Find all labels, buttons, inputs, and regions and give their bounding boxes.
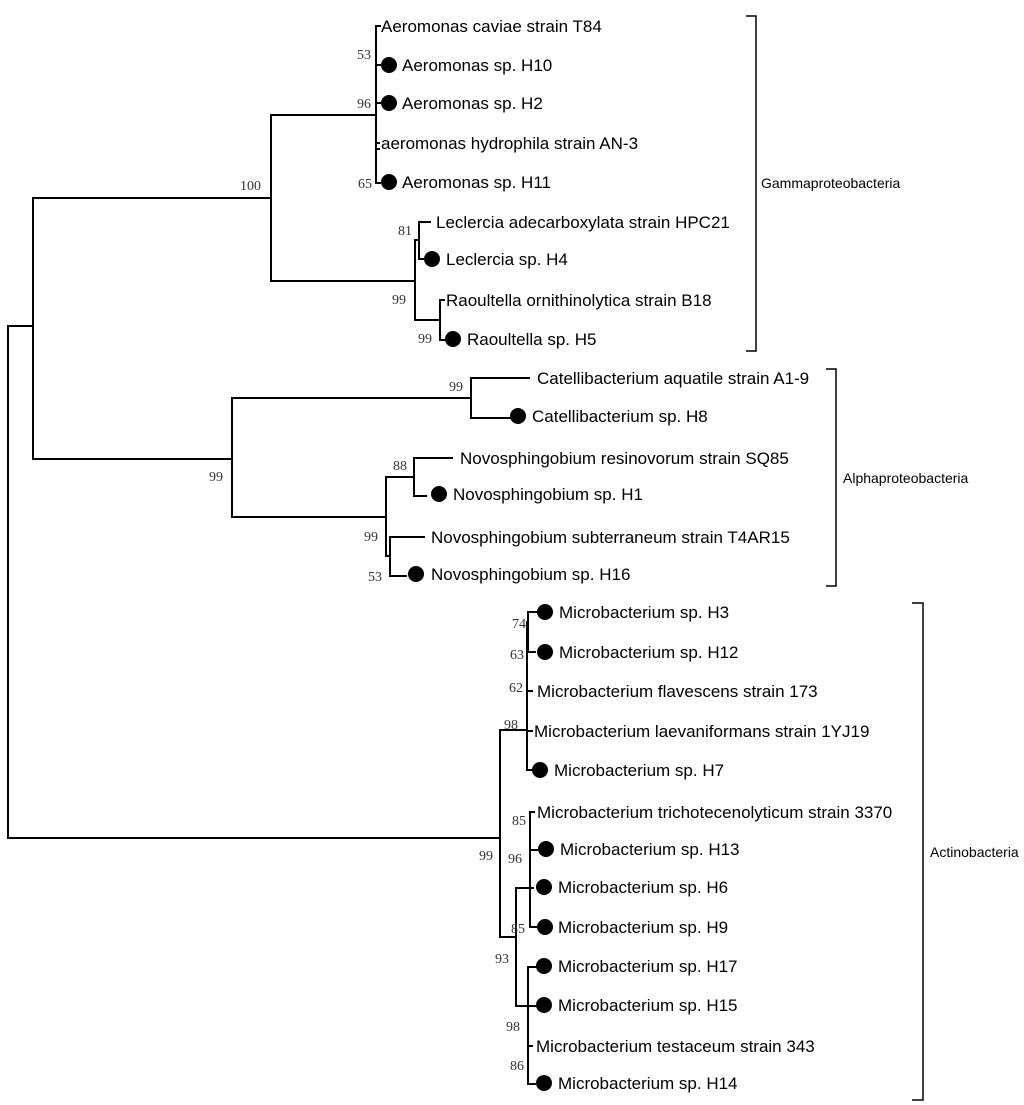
isolate-dot-h16 (408, 566, 424, 582)
leaf-label: Microbacterium sp. H17 (558, 957, 738, 976)
isolate-dot-h2 (381, 95, 397, 111)
leaf-label: Aeromonas sp. H10 (402, 56, 552, 75)
bootstrap-values: 53 96 65 100 81 99 99 99 88 99 99 53 74 … (209, 48, 526, 1074)
bootstrap-value: 93 (495, 952, 509, 967)
leaf-label: aeromonas hydrophila strain AN-3 (381, 134, 638, 153)
leaf-label: Microbacterium sp. H15 (558, 996, 738, 1015)
bootstrap-value: 96 (508, 852, 522, 867)
bootstrap-value: 99 (479, 849, 493, 864)
branch-alpha (231, 397, 472, 518)
leaf-label: Novosphingobium resinovorum strain SQ85 (460, 449, 789, 468)
isolate-dot-h8 (510, 408, 526, 424)
isolate-dot-h4 (424, 251, 440, 267)
leaf-label: Novosphingobium sp. H16 (431, 565, 630, 584)
leaf-label: Novosphingobium sp. H1 (453, 485, 643, 504)
bootstrap-value: 100 (240, 179, 261, 194)
bootstrap-value: 63 (510, 648, 524, 663)
isolate-dot-h10 (381, 57, 397, 73)
bootstrap-value: 62 (509, 681, 523, 696)
isolate-dot-h15 (536, 997, 552, 1013)
branch-enterobacterales (414, 221, 446, 341)
bootstrap-value: 99 (209, 470, 223, 485)
leaf-label: Microbacterium sp. H7 (554, 761, 724, 780)
leaf-label: Leclercia adecarboxylata strain HPC21 (436, 213, 730, 232)
bootstrap-value: 88 (393, 459, 407, 474)
isolate-dot-h6 (536, 879, 552, 895)
bracket-alphaproteobacteria (826, 368, 837, 587)
branch-catellibacterium (470, 377, 530, 419)
bootstrap-value: 53 (357, 48, 371, 63)
leaf-label: Microbacterium flavescens strain 173 (537, 682, 818, 701)
isolate-dot-h5 (445, 331, 461, 347)
bootstrap-value: 81 (398, 224, 412, 239)
branch-actinobacteria (499, 729, 528, 938)
bootstrap-value: 85 (511, 922, 525, 937)
clade-brackets: Gammaproteobacteria Alphaproteobacteria … (746, 15, 1019, 1101)
bootstrap-value: 99 (364, 530, 378, 545)
isolate-dot-h11 (381, 174, 397, 190)
leaf-label: Microbacterium sp. H14 (558, 1074, 738, 1093)
bootstrap-value: 85 (512, 814, 526, 829)
isolate-dot-h3 (537, 604, 553, 620)
bootstrap-value: 99 (418, 332, 432, 347)
bracket-gammaproteobacteria (746, 15, 757, 352)
leaf-label: Leclercia sp. H4 (446, 250, 568, 269)
clade-label-actinobacteria: Actinobacteria (930, 844, 1019, 860)
leaf-label: Microbacterium sp. H9 (558, 918, 728, 937)
leaf-label: Microbacterium testaceum strain 343 (536, 1037, 815, 1056)
bootstrap-value: 74 (512, 617, 526, 632)
bootstrap-value: 86 (510, 1059, 524, 1074)
isolate-dot-h1 (431, 486, 447, 502)
bootstrap-value: 65 (358, 177, 372, 192)
isolate-dot-h17 (536, 958, 552, 974)
leaf-label: Microbacterium sp. H6 (558, 878, 728, 897)
branch-aeromonas (375, 25, 381, 184)
leaf-label: Novosphingobium subterraneum strain T4AR… (431, 528, 790, 547)
bootstrap-value: 99 (392, 293, 406, 308)
branch-gamma (270, 114, 416, 282)
leaf-label: Microbacterium sp. H3 (559, 603, 729, 622)
leaf-label: Microbacterium laevaniformans strain 1YJ… (534, 722, 869, 741)
isolate-dot-h12 (537, 644, 553, 660)
leaf-label: Microbacterium sp. H13 (560, 840, 740, 859)
isolate-dot-h14 (536, 1075, 552, 1091)
leaf-label: Catellibacterium aquatile strain A1-9 (537, 369, 809, 388)
leaf-labels: Aeromonas caviae strain T84 Aeromonas sp… (381, 17, 892, 1093)
leaf-label: Aeromonas caviae strain T84 (381, 17, 602, 36)
branch-root (7, 325, 501, 839)
bootstrap-value: 53 (368, 570, 382, 585)
bootstrap-value: 99 (449, 380, 463, 395)
leaf-label: Microbacterium trichotecenolyticum strai… (537, 803, 892, 822)
branch-microbacterium-2 (515, 811, 538, 1085)
bootstrap-value: 98 (506, 1020, 520, 1035)
isolate-markers (381, 57, 554, 1091)
branch-microbacterium-1 (526, 611, 537, 771)
clade-label-gammaproteobacteria: Gammaproteobacteria (761, 175, 901, 191)
leaf-label: Raoultella ornithinolytica strain B18 (446, 291, 712, 310)
leaf-label: Catellibacterium sp. H8 (532, 407, 708, 426)
leaf-label: Aeromonas sp. H11 (402, 173, 551, 192)
isolate-dot-h7 (532, 762, 548, 778)
bootstrap-value: 98 (504, 718, 518, 733)
clade-label-alphaproteobacteria: Alphaproteobacteria (843, 470, 969, 486)
tree-branches (7, 25, 538, 1085)
leaf-label: Microbacterium sp. H12 (559, 643, 739, 662)
isolate-dot-h13 (538, 841, 554, 857)
branch-proteobacteria (32, 197, 272, 460)
branch-novosphingobium (385, 457, 453, 577)
bracket-actinobacteria (912, 602, 924, 1101)
isolate-dot-h9 (537, 919, 553, 935)
bootstrap-value: 96 (357, 97, 371, 112)
leaf-label: Raoultella sp. H5 (467, 330, 596, 349)
leaf-label: Aeromonas sp. H2 (402, 94, 543, 113)
